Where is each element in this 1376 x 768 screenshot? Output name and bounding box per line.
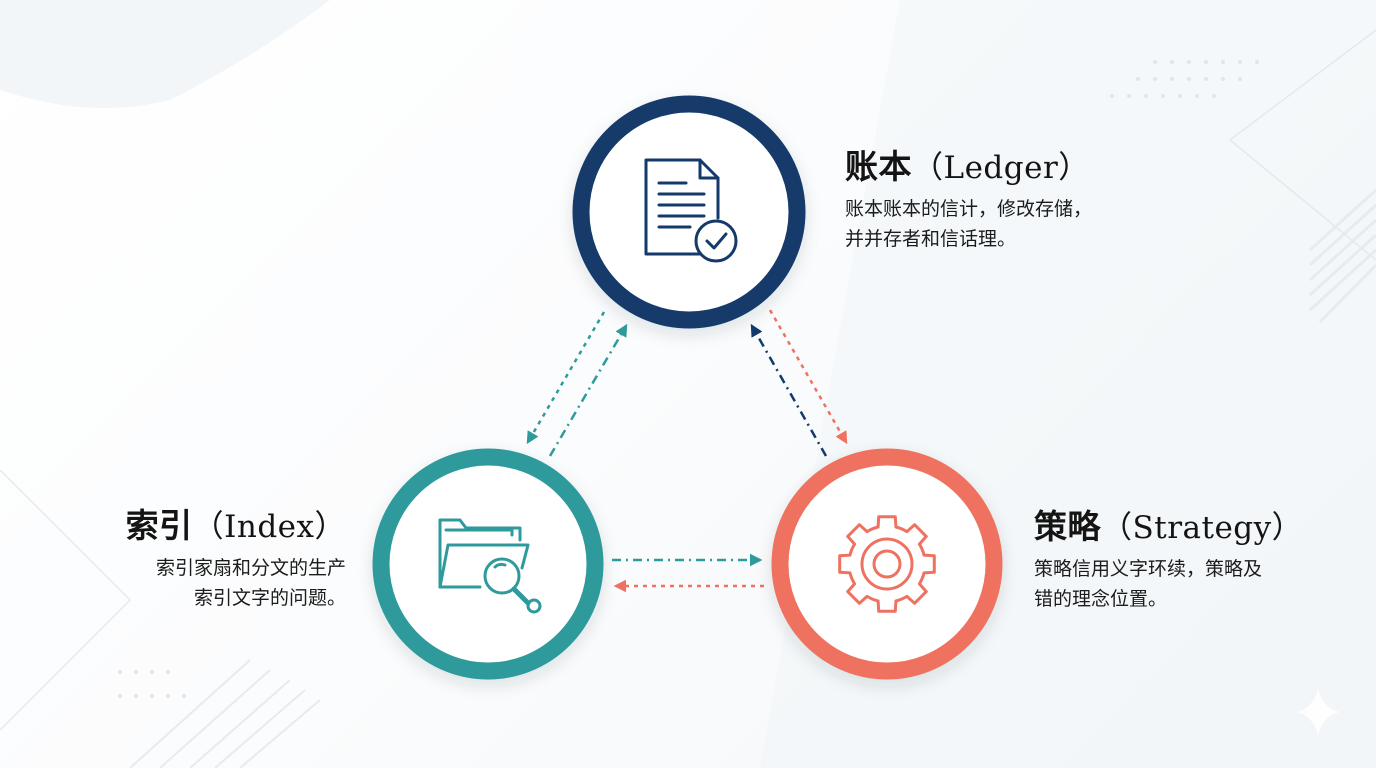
index-desc-line: 索引文字的问题。: [193, 587, 346, 609]
index-label: 索引（Index） 索引家扇和分文的生产 索引文字的问题。: [124, 506, 346, 613]
ledger-title-cn: 账本: [845, 147, 912, 186]
index-desc-line: 索引家扇和分文的生产: [155, 557, 346, 579]
node-strategy: [771, 448, 1003, 680]
strategy-title-cn: 策略: [1034, 507, 1101, 546]
ledger-description: 账本账本的信计，修改存储， 并并存者和信话理。: [845, 194, 1092, 254]
connector-index-to-ledger: [548, 323, 628, 457]
connector-ledger-to-strategy: [768, 309, 848, 445]
strategy-title: 策略（Strategy）: [1034, 507, 1303, 548]
ledger-desc-line: 账本账本的信计，修改存储，: [845, 198, 1093, 220]
strategy-description: 策略信用义字环续，策略及 错的理念位置。: [1034, 554, 1303, 614]
connector-strategy-to-ledger: [750, 323, 828, 457]
ledger-title-en: （Ledger）: [912, 150, 1090, 186]
ledger-desc-line: 并并存者和信话理。: [845, 228, 1017, 250]
strategy-desc-line: 错的理念位置。: [1034, 588, 1168, 610]
folder-search-icon: [438, 518, 542, 614]
connector-ledger-to-index: [526, 311, 606, 445]
document-check-icon: [644, 158, 738, 263]
strategy-label: 策略（Strategy） 策略信用义字环续，策略及 错的理念位置。: [1034, 507, 1303, 614]
index-title-en: （Index）: [192, 509, 346, 545]
node-ledger: [572, 95, 806, 329]
index-title: 索引（Index）: [124, 506, 346, 547]
node-index: [372, 448, 604, 680]
ledger-label: 账本（Ledger） 账本账本的信计，修改存储， 并并存者和信话理。: [845, 147, 1092, 254]
gear-icon: [838, 515, 936, 613]
strategy-title-en: （Strategy）: [1101, 510, 1304, 546]
index-description: 索引家扇和分文的生产 索引文字的问题。: [124, 553, 346, 613]
ledger-title: 账本（Ledger）: [845, 147, 1092, 188]
index-title-cn: 索引: [125, 506, 193, 545]
strategy-desc-line: 策略信用义字环续，策略及: [1034, 558, 1263, 580]
